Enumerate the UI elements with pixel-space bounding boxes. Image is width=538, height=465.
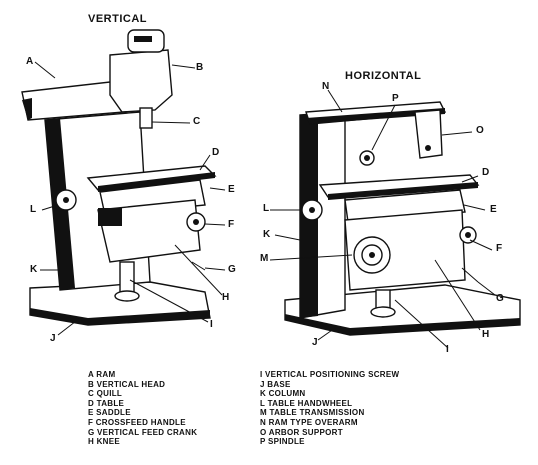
callout-l-h: L	[263, 203, 270, 214]
legend-item-i: I VERTICAL POSITIONING SCREW	[260, 370, 400, 379]
callout-m: M	[260, 253, 269, 264]
vertical-quill	[139, 107, 153, 129]
callout-e-h: E	[490, 204, 497, 215]
legend-item-m: M TABLE TRANSMISSION	[260, 408, 365, 418]
title-vertical: VERTICAL	[88, 13, 147, 25]
callout-l: L	[30, 204, 37, 215]
callout-a: A	[26, 56, 34, 67]
callout-g-h: G	[496, 293, 504, 304]
vertical-mill-drawing	[21, 29, 226, 336]
legend-item-a: A RAM	[88, 370, 116, 379]
legend-item-o: O ARBOR SUPPORT	[260, 427, 343, 437]
legend-item-j: J BASE	[260, 379, 291, 389]
vertical-positioning-screw	[119, 261, 135, 295]
callout-g: G	[228, 264, 236, 275]
legend-item-l: L TABLE HANDWHEEL	[260, 398, 353, 408]
callout-h: H	[222, 292, 230, 303]
legend-item-p: P SPINDLE	[260, 437, 305, 447]
horizontal-mill-drawing	[269, 89, 521, 349]
callout-b: B	[196, 62, 204, 73]
legend-item-n: N RAM TYPE OVERARM	[260, 417, 358, 427]
callout-i-h: I	[446, 344, 449, 355]
callout-d-h: D	[482, 167, 490, 178]
vertical-feed-crank	[191, 261, 206, 271]
callout-f: F	[228, 219, 235, 230]
legend-item-f: F CROSSFEED HANDLE	[88, 417, 186, 427]
legend-item-d: D TABLE	[88, 398, 125, 408]
callout-j: J	[50, 333, 56, 344]
legend-right: I VERTICAL POSITIONING SCREW J BASE K CO…	[260, 370, 399, 447]
callout-o: O	[476, 125, 484, 136]
callout-h-h: H	[482, 329, 490, 340]
callout-k: K	[30, 264, 38, 275]
vertical-head	[109, 49, 173, 113]
callout-e: E	[228, 184, 235, 195]
legend-item-b: B VERTICAL HEAD	[88, 379, 166, 389]
legend-item-g: G VERTICAL FEED CRANK	[88, 427, 198, 437]
title-horizontal: HORIZONTAL	[345, 70, 422, 82]
callout-n: N	[322, 81, 330, 92]
legend-item-k: K COLUMN	[260, 389, 306, 399]
legend-item-c: C QUILL	[88, 389, 123, 399]
callout-c: C	[193, 116, 201, 127]
horizontal-feed-crank	[461, 267, 479, 283]
callout-j-h: J	[312, 337, 318, 348]
callout-k-h: K	[263, 229, 271, 240]
callout-p: P	[392, 93, 399, 104]
callout-i: I	[210, 319, 213, 330]
legend-item-h: H KNEE	[88, 437, 121, 447]
callout-f-h: F	[496, 243, 503, 254]
vertical-knee	[97, 199, 201, 263]
legend-left: A RAM B VERTICAL HEAD C QUILL D TABLE E …	[88, 370, 197, 447]
horizontal-arbor-support	[414, 109, 443, 159]
callout-d: D	[212, 147, 220, 158]
legend-item-e: E SADDLE	[88, 408, 131, 418]
